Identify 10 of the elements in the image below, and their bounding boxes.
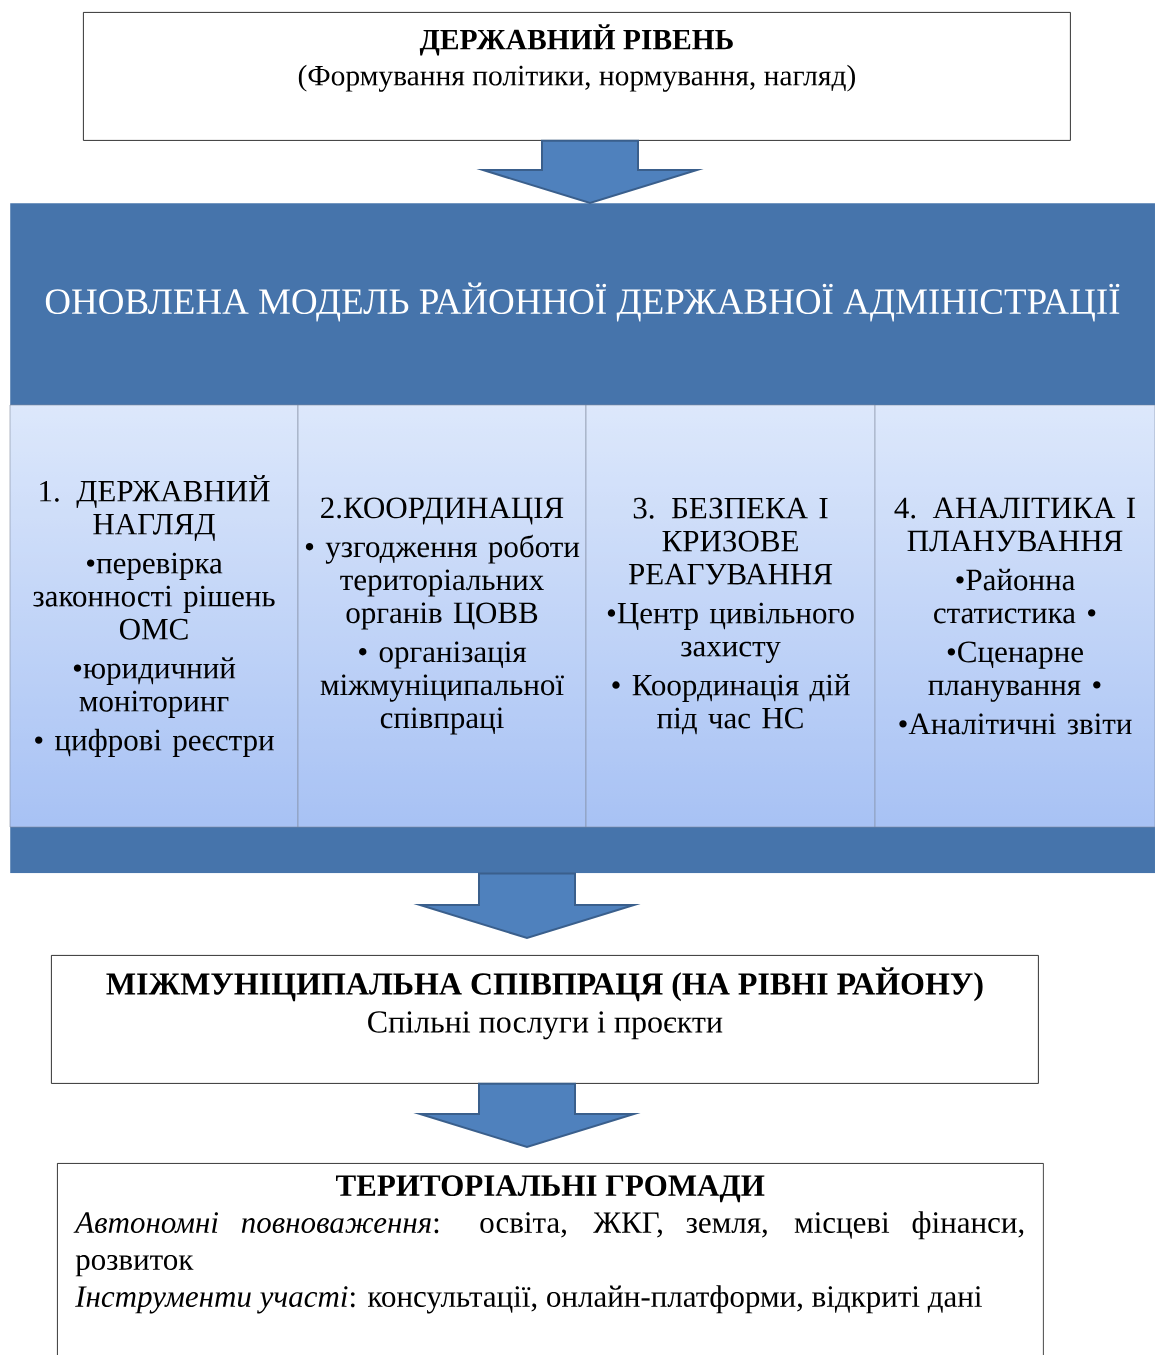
function-column: 4. АНАЛІТИКА І ПЛАНУВАННЯ •Районна статистика • •Сценарне планування • •Аналітичні звіти — [874, 404, 1155, 828]
level-box: МІЖМУНІЦИПАЛЬНА СПІВПРАЦЯ (НА РІВНІ РАЙОНУ) Спільні послуги і проєкти — [51, 955, 1039, 1084]
function-column: 2.КООРДИНАЦІЯ • узгодження роботи територіальних органів ЦОВВ • організація міжмуніципальної співпраці — [297, 404, 587, 828]
function-column: 3. БЕЗПЕКА І КРИЗОВЕ РЕАГУВАННЯ •Центр цивільного захисту • Координація дій під час НС — [585, 404, 876, 828]
function-column: 1. ДЕРЖАВНИЙ НАГЛЯД •перевірка законності рішень ОМС •юридичний моніторинг • цифрові реєстри — [9, 404, 299, 828]
block-arrow — [413, 872, 641, 940]
block-arrow — [476, 139, 704, 205]
level-box: ТЕРИТОРІАЛЬНІ ГРОМАДИ Автономні повноваження: освіта, ЖКГ, земля, місцеві фінанси, розвиток Інструменти участі: консультації, онлайн-платформи, відкриті дані — [57, 1163, 1044, 1355]
block-arrow — [413, 1082, 641, 1149]
level-box: ДЕРЖАВНИЙ РІВЕНЬ (Формування політики, нормування, нагляд) — [83, 12, 1071, 141]
